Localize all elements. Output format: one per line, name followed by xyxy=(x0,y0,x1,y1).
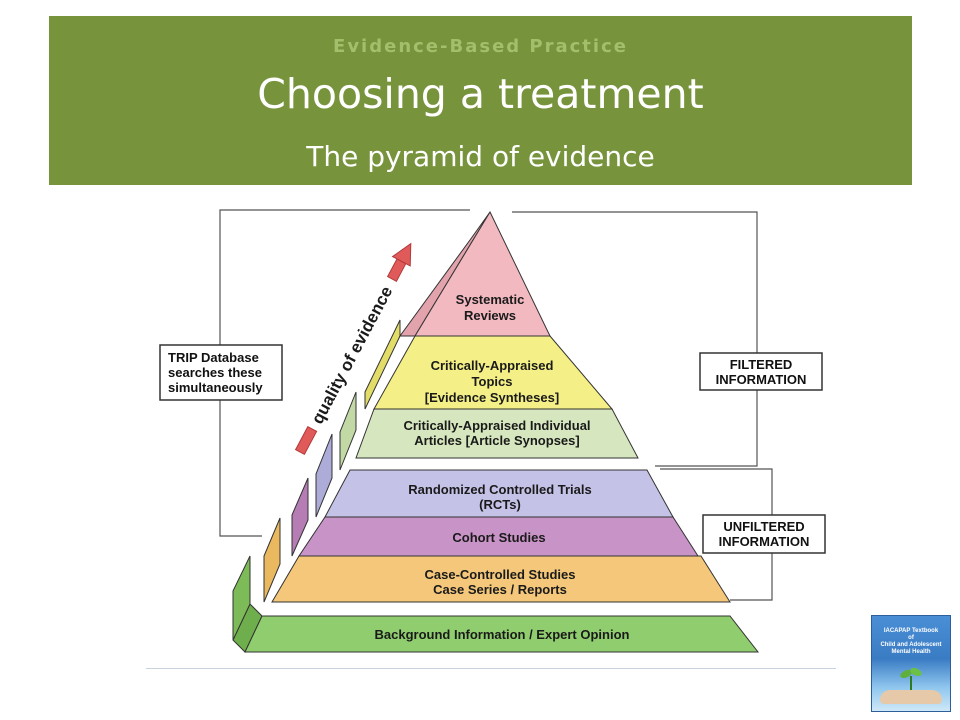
level-2-label-line-1: Critically-Appraised xyxy=(431,358,554,373)
level-7-front xyxy=(244,615,760,653)
level-2-label-line-2: Topics xyxy=(472,374,513,389)
level-3-side xyxy=(339,391,357,471)
level-7-side-wall xyxy=(232,555,251,641)
level-6-label-line-2: Case Series / Reports xyxy=(433,582,567,597)
level-3-label-line-2: Articles [Article Synopses] xyxy=(414,433,579,448)
level-2-label-line-3: [Evidence Syntheses] xyxy=(425,390,559,405)
level-6-label-line-1: Case-Controlled Studies xyxy=(425,567,576,582)
level-1-front xyxy=(414,210,551,337)
level-1-label-line-2: Reviews xyxy=(464,308,516,323)
slide-title: Choosing a treatment xyxy=(257,70,704,118)
title-banner: Evidence-Based Practice Choosing a treat… xyxy=(49,16,912,185)
unfiltered-box-line-1: UNFILTERED xyxy=(723,519,804,534)
filtered-box-line-1: FILTERED xyxy=(730,357,793,372)
trip-box-line-2: searches these xyxy=(168,365,262,380)
trip-box-line-1: TRIP Database xyxy=(168,350,259,365)
textbook-cover-image: IACAPAP Textbook of Child and Adolescent… xyxy=(871,615,951,712)
filtered-bracket-line xyxy=(512,211,758,467)
pyramid-layers xyxy=(232,210,760,653)
level-5-side xyxy=(291,477,309,557)
slide-subtitle: The pyramid of evidence xyxy=(306,140,655,173)
level-5-label-line-1: Cohort Studies xyxy=(452,530,545,545)
level-4-front xyxy=(324,469,674,518)
unfiltered-box-line-2: INFORMATION xyxy=(719,534,810,549)
trip-box-line-3: simultaneously xyxy=(168,380,263,395)
filtered-info-box xyxy=(699,352,823,391)
book-title: IACAPAP Textbook of Child and Adolescent… xyxy=(880,628,942,655)
seedling-icon xyxy=(900,667,922,690)
filtered-box-line-2: INFORMATION xyxy=(716,372,807,387)
kicker-text: Evidence-Based Practice xyxy=(333,36,628,57)
level-4-side xyxy=(315,433,333,518)
trip-database-box xyxy=(159,344,283,401)
level-7-label-line-1: Background Information / Expert Opinion xyxy=(375,627,630,642)
level-3-label-line-1: Critically-Appraised Individual xyxy=(403,418,590,433)
level-1-label-line-1: Systematic xyxy=(456,292,525,307)
hands-illustration xyxy=(880,690,942,704)
level-6-side xyxy=(263,517,281,603)
unfiltered-info-box xyxy=(702,514,826,554)
footer-divider xyxy=(146,668,836,669)
level-4-label-line-2: (RCTs) xyxy=(479,497,521,512)
level-4-label-line-1: Randomized Controlled Trials xyxy=(408,482,591,497)
